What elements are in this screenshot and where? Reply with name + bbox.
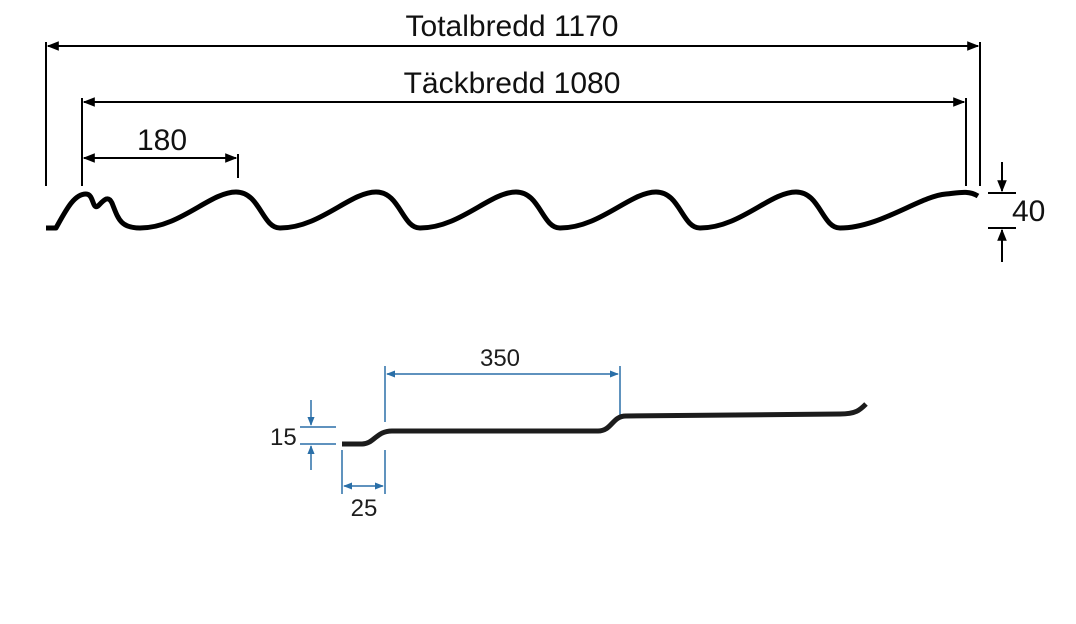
corrugated-sheet-profile — [46, 189, 980, 231]
step-length-label: 350 — [480, 345, 520, 372]
wave-pitch-label: 180 — [137, 124, 187, 157]
side-profile-group: 350 15 25 — [270, 345, 868, 522]
height-label: 40 — [1012, 195, 1045, 228]
cover-width-label: Täckbredd 1080 — [404, 67, 621, 100]
side-sheet-profile — [342, 402, 868, 447]
overlap-label: 25 — [351, 495, 378, 522]
total-width-label: Totalbredd 1170 — [406, 10, 619, 43]
top-profile-group: Totalbredd 1170 Täckbredd 1080 180 40 — [45, 10, 1045, 262]
step-height-label: 15 — [270, 424, 297, 451]
